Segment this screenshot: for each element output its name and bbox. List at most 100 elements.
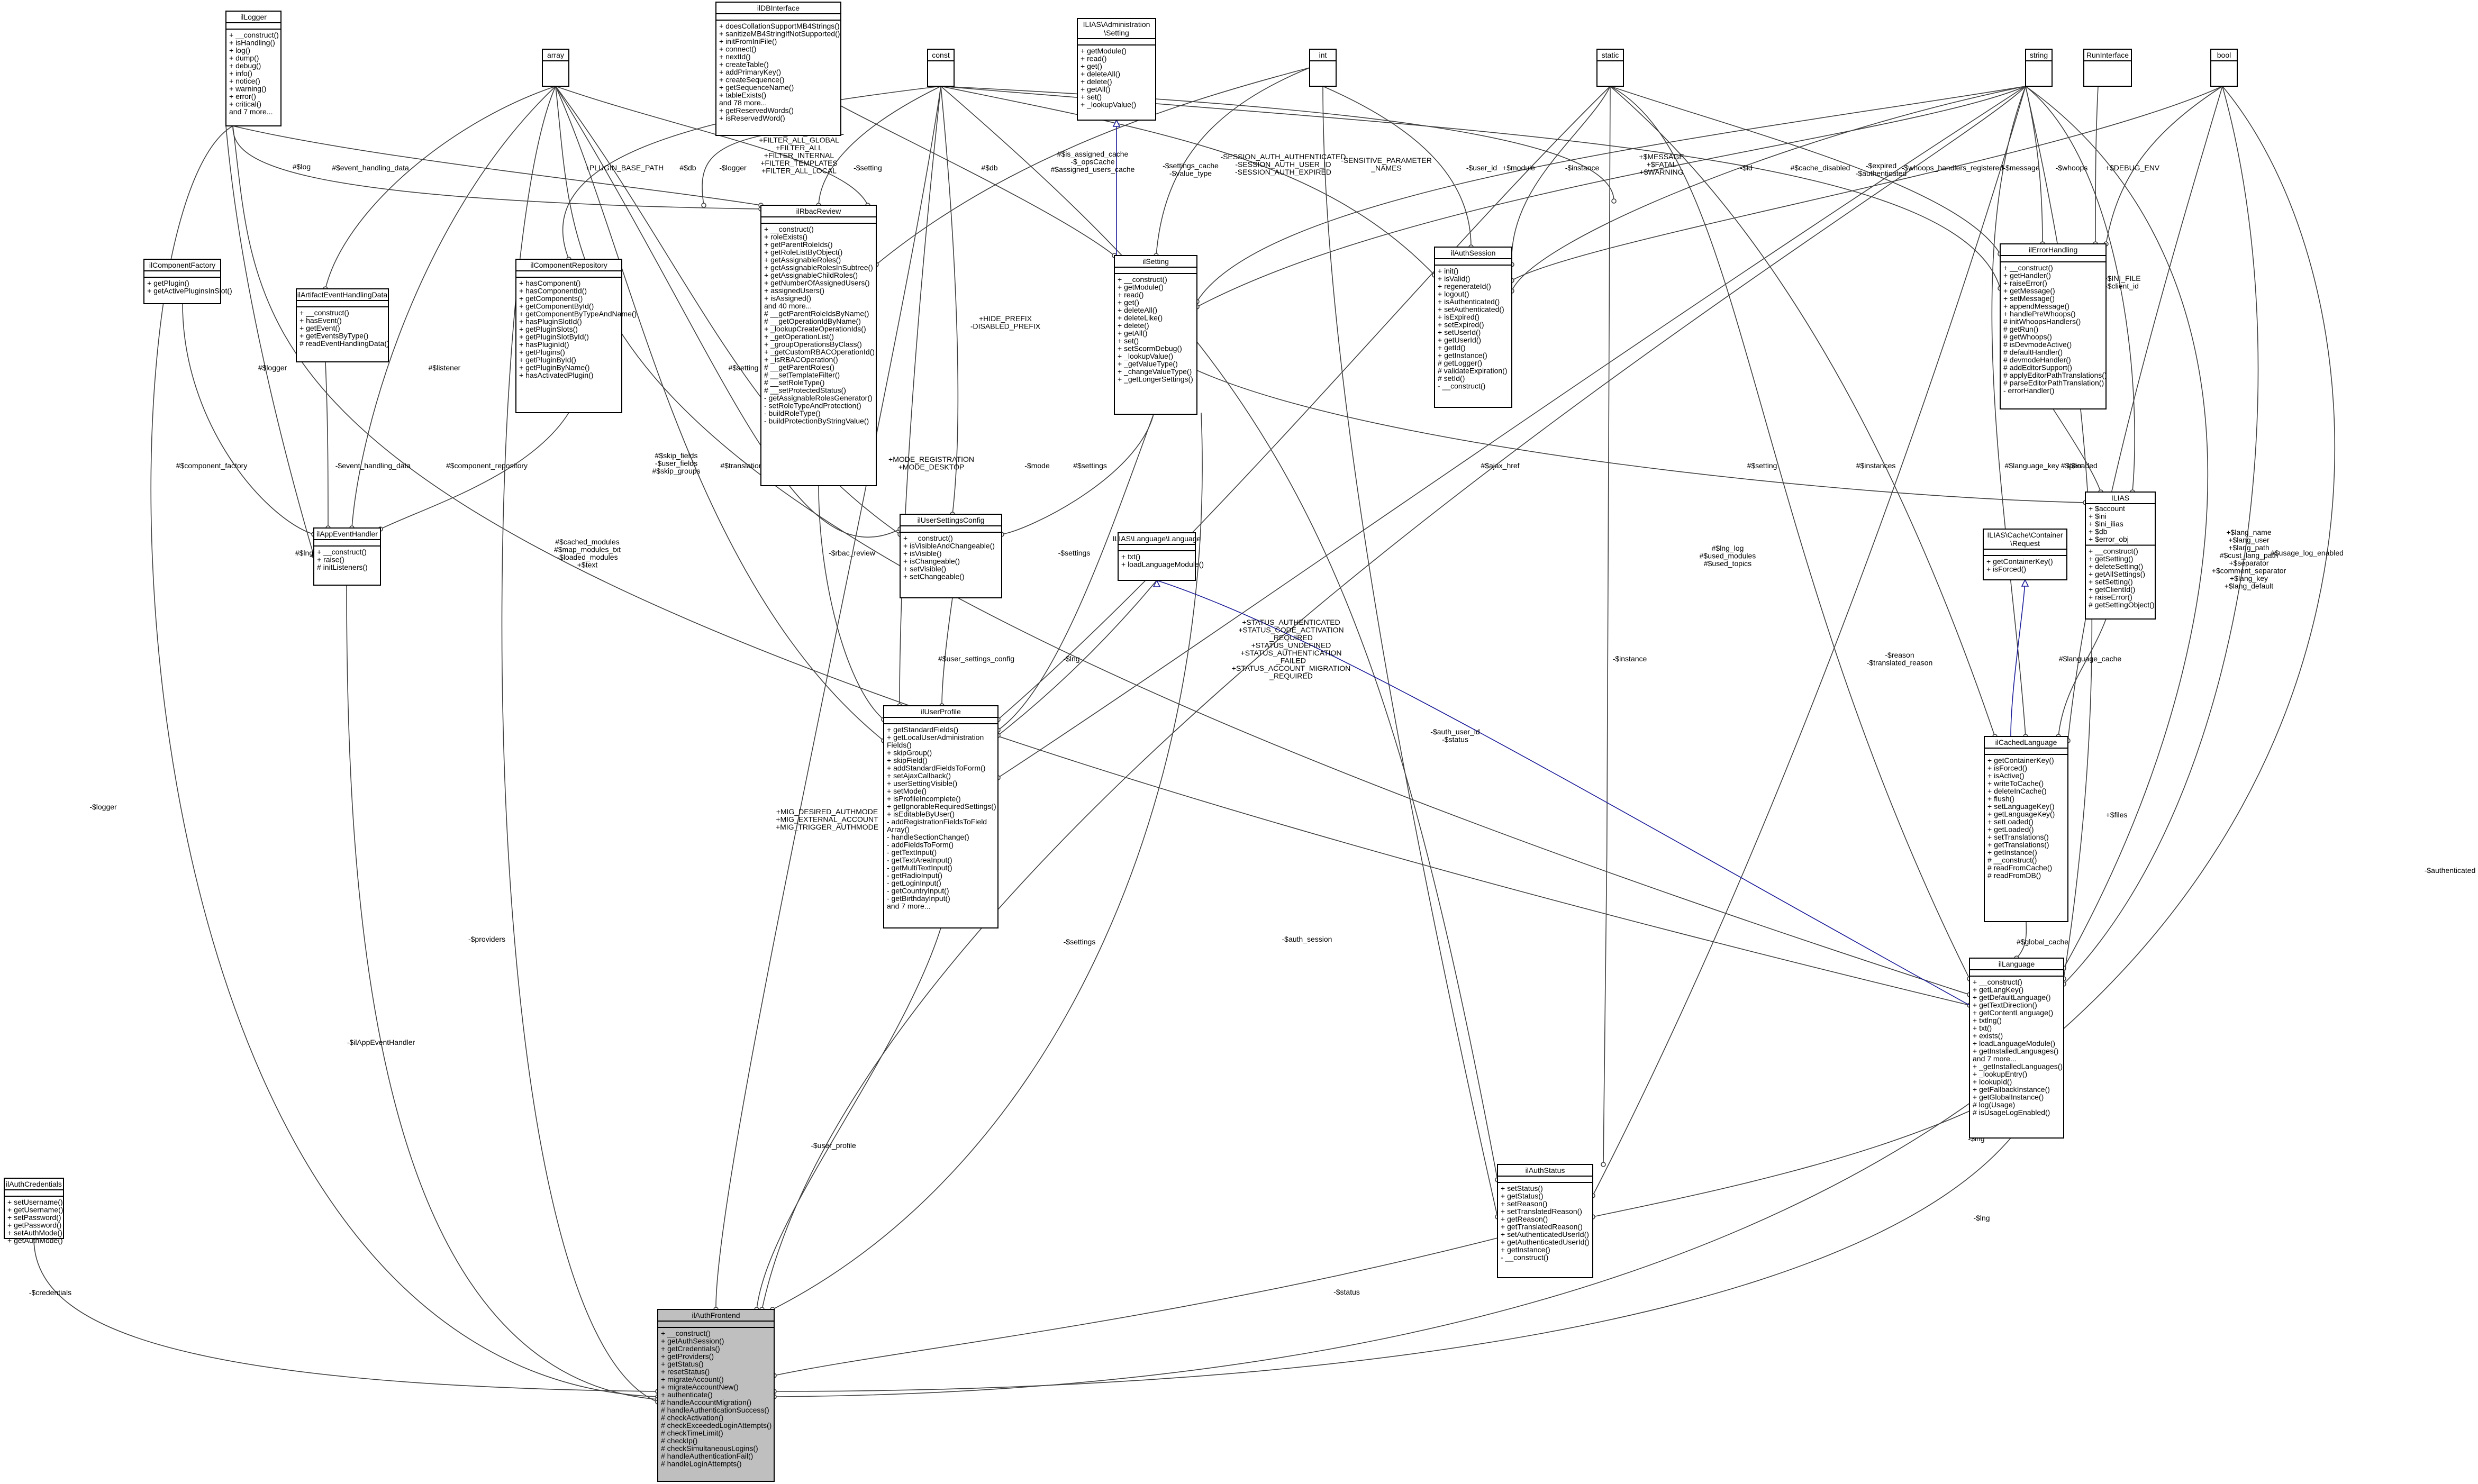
class-box-ilAuthFrontend[interactable]: ilAuthFrontend+ __construct()+ getAuthSe… [657, 1309, 775, 1482]
class-method: + hasActivatedPlugin() [519, 371, 593, 379]
class-method: + getClientId() [2089, 585, 2135, 594]
association-edge [1001, 414, 1154, 535]
class-method: + error() [229, 92, 256, 101]
class-box-ilLogger[interactable]: ilLogger+ __construct()+ isHandling()+ l… [225, 11, 282, 126]
class-method: + tableExists() [719, 91, 766, 99]
class-method: + __construct() [903, 534, 953, 542]
edge-label-componentrepo: #$component_repository [446, 461, 528, 470]
class-method: + __construct() [317, 548, 367, 556]
class-box-ilAppEventHandler[interactable]: ilAppEventHandler+ __construct()+ raise(… [313, 527, 381, 586]
class-box-frame [1497, 1164, 1593, 1278]
class-method: + isForced() [1986, 565, 2026, 573]
class-method: + _lookupEntry() [1973, 1070, 2027, 1078]
class-method: + getTranslatedReason() [1501, 1223, 1583, 1231]
class-box-ILIASLanguageLanguage[interactable]: ILIAS\Language\Language+ txt()+ loadLang… [1113, 532, 1204, 581]
class-method: + warning() [229, 85, 266, 93]
class-method: + txt() [1121, 552, 1140, 561]
association-edge [940, 86, 2001, 289]
class-method: + getTranslations() [1987, 841, 2049, 849]
class-method: + regenerateId() [1438, 282, 1491, 290]
class-method: - buildProtectionByStringValue() [764, 417, 869, 425]
class-box-ILIASAdministrationSetting[interactable]: ILIAS\Administration\Setting+ getModule(… [1077, 18, 1156, 121]
class-box-int[interactable]: int [1309, 49, 1337, 87]
class-method: + flush() [1987, 795, 2014, 803]
association-edge [555, 86, 901, 538]
class-title: ilAuthFrontend [692, 1311, 740, 1319]
class-box-frame [1118, 532, 1196, 581]
class-box-ilComponentRepository[interactable]: ilComponentRepository+ hasComponent()+ h… [515, 259, 637, 413]
class-box-ilCachedLanguage[interactable]: ilCachedLanguage+ getContainerKey()+ isF… [1984, 736, 2068, 922]
class-method: Fields() [887, 741, 912, 749]
class-method: and 7 more... [1973, 1054, 2017, 1063]
class-box-ilAuthSession[interactable]: ilAuthSession+ init()+ isValid()+ regene… [1434, 247, 1512, 408]
class-method: + isVisible() [903, 549, 942, 558]
class-method: - getAssignableRolesGenerator() [764, 394, 873, 402]
class-method: + loadLanguageModule() [1121, 560, 1204, 569]
class-box-ilErrorHandling[interactable]: ilErrorHandling+ __construct()+ getHandl… [2000, 243, 2107, 409]
class-box-frame [4, 1178, 64, 1239]
class-box-frame [2083, 49, 2132, 87]
class-method: + getComponentByTypeAndName() [519, 309, 637, 318]
class-box-ilSetting[interactable]: ilSetting+ __construct()+ getModule()+ r… [1114, 255, 1197, 415]
class-box-frame [225, 11, 282, 126]
edge-label-expired: -$expired-$authenticated [1856, 161, 1907, 178]
edge-label-userid: -$user_id [1466, 163, 1497, 172]
class-method: + getNumberOfAssignedUsers() [764, 279, 870, 287]
class-box-ilAuthCredentials[interactable]: ilAuthCredentials+ setUsername()+ getUse… [4, 1178, 64, 1245]
association-edge [2058, 618, 2107, 737]
association-edge [997, 580, 1157, 736]
class-box-static[interactable]: static [1596, 49, 1624, 87]
class-box-ilUserSettingsConfig[interactable]: ilUserSettingsConfig+ __construct()+ isV… [900, 514, 1002, 598]
class-method: + getUsername() [7, 1206, 63, 1214]
association-edge [1322, 86, 1472, 248]
edge-label-providers: -$providers [468, 935, 505, 943]
inheritance-arrowhead [1112, 119, 1121, 127]
class-method: + getAll() [1081, 85, 1110, 94]
class-box-array[interactable]: array [542, 49, 569, 87]
class-box-ilComponentFactory[interactable]: ilComponentFactory+ getPlugin()+ getActi… [143, 259, 232, 304]
class-method: + setReason() [1501, 1199, 1547, 1208]
class-box-string[interactable]: string [2025, 49, 2053, 87]
class-box-ilLanguage[interactable]: ilLanguage+ __construct()+ getLangKey()+… [1969, 958, 2064, 1139]
class-box-ILIASCacheContainerRequest[interactable]: ILIAS\Cache\Container\Request+ getContai… [1983, 529, 2067, 580]
association-edge [380, 412, 569, 530]
association-edge [232, 125, 761, 210]
class-title: ILIAS\Cache\Container [1987, 531, 2063, 539]
association-edge [1991, 86, 2026, 737]
class-method: + getLocalUserAdministration [887, 733, 984, 742]
edge-label-messagefatal: +$MESSAGE+$FATAL+$WARNING [1639, 152, 1684, 176]
association-edge [774, 86, 2336, 1397]
class-method: # __setTemplateFilter() [764, 371, 840, 379]
association-edge [33, 1238, 658, 1392]
class-method: + isEditableByUser() [887, 810, 955, 818]
class-method: + setLoaded() [1987, 817, 2034, 826]
class-box-ILIAS[interactable]: ILIAS+ $account+ $ini+ $ini_ilias+ $db+ … [2085, 491, 2156, 620]
class-method: # applyEditorPathTranslations() [2003, 371, 2107, 379]
edge-label-instance1: -$instance [1565, 163, 1600, 172]
aggregation-diamond [1601, 1162, 1606, 1167]
association-edge [325, 361, 329, 529]
class-box-frame [2210, 49, 2238, 87]
class-box-ilUserProfile[interactable]: ilUserProfile+ getStandardFields()+ getL… [883, 705, 999, 928]
class-method: + getContainerKey() [1987, 756, 2054, 764]
class-title: ilComponentRepository [530, 261, 607, 269]
class-method: + setAjaxCallback() [887, 771, 951, 780]
class-method: + getAssignableChildRoles() [764, 271, 858, 279]
class-method: + getActivePluginsInSlot() [147, 287, 232, 295]
class-box-ilRbacReview[interactable]: ilRbacReview+ __construct()+ roleExists(… [760, 205, 877, 486]
class-box-RunInterface[interactable]: RunInterface [2083, 49, 2132, 87]
association-edge [715, 86, 941, 1310]
class-box-const[interactable]: const [927, 49, 955, 87]
class-box-frame [715, 2, 841, 136]
association-edge [1592, 1110, 1970, 1217]
class-box-ilDBInterface[interactable]: ilDBInterface+ doesCollationSupportMB4St… [715, 2, 841, 136]
edge-label-instances: #$instances [1856, 461, 1896, 470]
class-box-ilArtifactEventHandlingData[interactable]: ilArtifactEventHandlingData+ __construct… [296, 288, 389, 362]
class-method: + _changeValueType() [1118, 367, 1192, 376]
class-box-bool[interactable]: bool [2210, 49, 2238, 87]
class-method: + getAuthenticatedUserId() [1501, 1238, 1590, 1246]
class-title: ilCachedLanguage [1995, 738, 2057, 746]
edge-label-module: +$module [1502, 163, 1535, 172]
class-method: # isUsageLogEnabled() [1973, 1108, 2050, 1117]
class-box-ilAuthStatus[interactable]: ilAuthStatus+ setStatus()+ getStatus()+ … [1497, 1164, 1593, 1278]
